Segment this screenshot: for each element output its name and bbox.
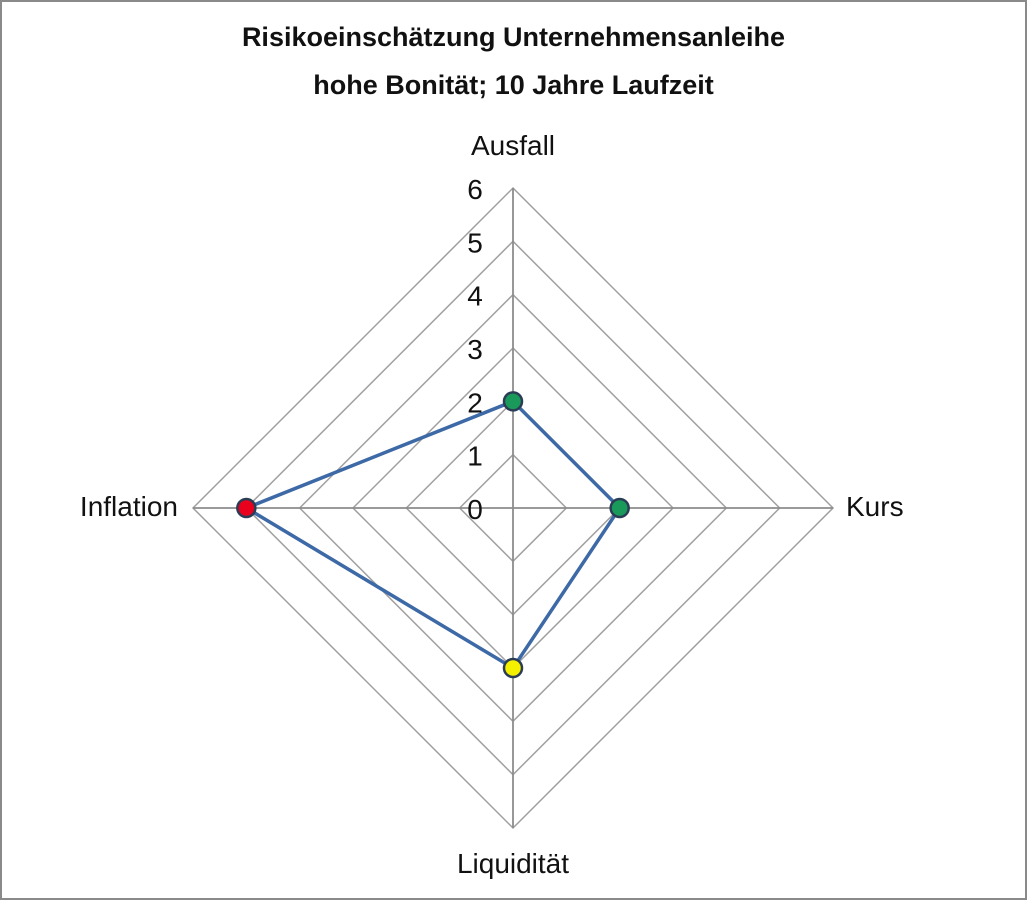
radar-series: [236, 391, 630, 679]
data-point-kurs: [609, 497, 630, 519]
data-point-liquidität: [502, 657, 524, 679]
tick-label: 0: [467, 494, 483, 525]
chart-subtitle: hohe Bonität; 10 Jahre Laufzeit: [313, 70, 714, 100]
tick-label: 2: [467, 387, 483, 418]
axis-label-inflation: Inflation: [80, 491, 178, 522]
tick-label: 4: [467, 281, 483, 312]
data-point-ausfall: [502, 391, 524, 412]
axis-label-kurs: Kurs: [846, 491, 904, 522]
tick-label: 1: [467, 441, 483, 472]
chart-title: Risikoeinschätzung Unternehmensanleihe: [241, 22, 786, 52]
axis-label-liquiditaet: Liquidität: [457, 848, 569, 879]
data-point-inflation: [236, 497, 257, 519]
radial-axis-ticks: 0 1 2 3 4 5 6: [467, 174, 483, 525]
tick-label: 5: [467, 227, 483, 258]
tick-label: 3: [467, 334, 483, 365]
tick-label: 6: [467, 174, 483, 205]
axis-label-ausfall: Ausfall: [471, 130, 555, 161]
radar-grid: [191, 186, 835, 830]
